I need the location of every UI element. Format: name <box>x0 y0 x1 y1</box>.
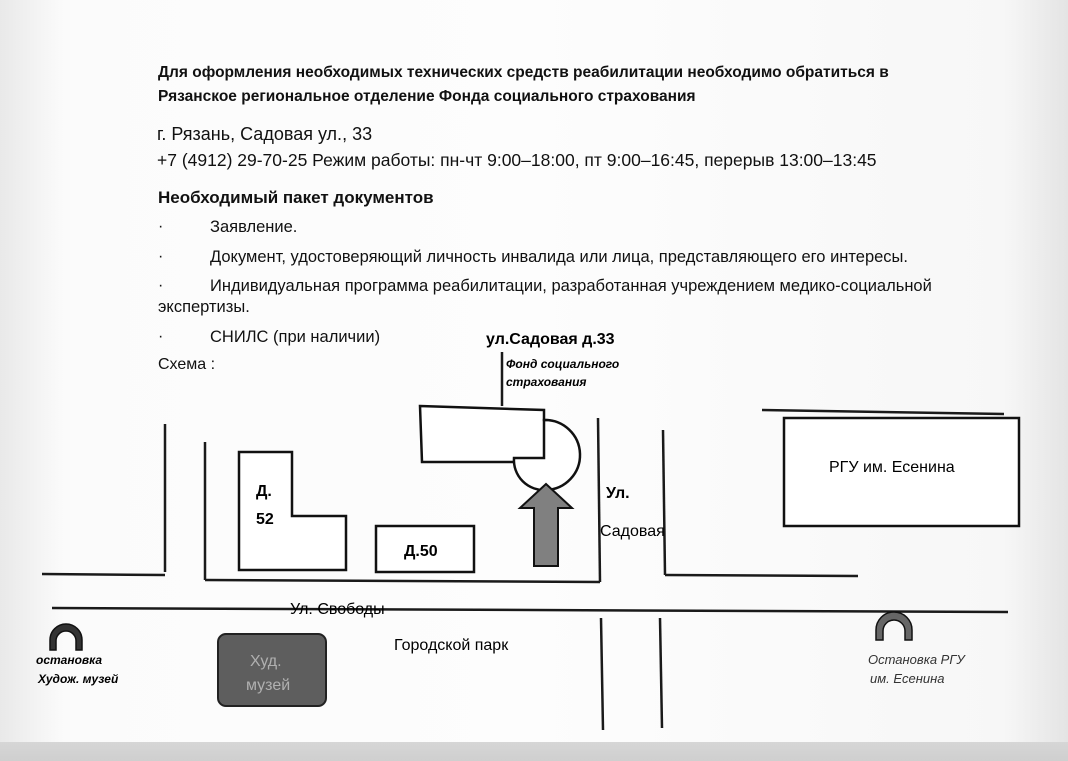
rgu-building <box>782 416 1021 528</box>
street-line <box>661 429 667 576</box>
address: г. Рязань, Садовая ул., 33 <box>157 124 373 144</box>
street-lines <box>41 352 1009 731</box>
bus-stop-left-icon <box>49 623 83 651</box>
bullet-4: · <box>158 328 164 345</box>
page-shadow <box>0 742 1068 761</box>
entrance-arrow-icon <box>517 482 575 567</box>
stop-right-label-line-2: им. Есенина <box>870 671 945 686</box>
phone-and-hours: +7 (4912) 29-70-25 Режим работы: пн-чт 9… <box>157 150 877 170</box>
street-line <box>658 617 664 729</box>
park-label: Городской парк <box>394 637 509 654</box>
fund-building-round-wing <box>512 418 582 492</box>
street-sadovaya-label-line-2: Садовая <box>600 523 665 540</box>
street-line <box>599 617 605 731</box>
building-50-label: Д.50 <box>404 543 438 560</box>
bullet-3: · <box>158 277 164 294</box>
document-item-2: Документ, удостоверяющий личность инвали… <box>210 248 908 266</box>
bus-stop-right-icon <box>875 611 913 641</box>
building-52 <box>237 450 348 572</box>
building-52-number: 52 <box>256 511 274 528</box>
building-52-label: Д. <box>256 483 272 500</box>
museum-label-line-1: Худ. <box>250 653 282 670</box>
documents-heading: Необходимый пакет документов <box>158 188 434 207</box>
fund-label-line-1: Фонд социального <box>506 357 619 371</box>
museum-building <box>217 633 327 707</box>
intro-line-1: Для оформления необходимых технических с… <box>158 64 889 81</box>
street-line <box>596 417 602 583</box>
document-item-4: СНИЛС (при наличии) <box>210 328 381 346</box>
building-50 <box>374 524 476 574</box>
document-item-3-continuation: экспертизы. <box>158 298 250 316</box>
document-item-1: Заявление. <box>210 218 298 236</box>
stop-left-label-line-1: остановка <box>36 653 102 667</box>
street-line <box>761 408 1005 416</box>
street-svobody-label: Ул. Свободы <box>290 601 385 618</box>
street-line <box>41 572 166 577</box>
street-line <box>51 606 1009 614</box>
bullet-2: · <box>158 248 164 265</box>
intro-line-2: Рязанское региональное отделение Фонда с… <box>158 88 696 105</box>
fund-label-line-2: страхования <box>506 375 586 389</box>
stop-right-label-line-1: Остановка РГУ <box>868 652 966 667</box>
street-line <box>204 578 601 584</box>
target-address-label: ул.Садовая д.33 <box>486 331 615 348</box>
rgu-label: РГУ им. Есенина <box>829 459 955 476</box>
schema-label: Схема : <box>158 356 216 373</box>
bullet-1: · <box>158 218 164 235</box>
street-line <box>664 573 859 578</box>
museum-label-line-2: музей <box>246 677 290 694</box>
street-sadovaya-label-line-1: Ул. <box>606 485 630 502</box>
stop-left-label-line-2: Худож. музей <box>37 672 119 686</box>
document-item-3: Индивидуальная программа реабилитации, р… <box>210 277 932 295</box>
